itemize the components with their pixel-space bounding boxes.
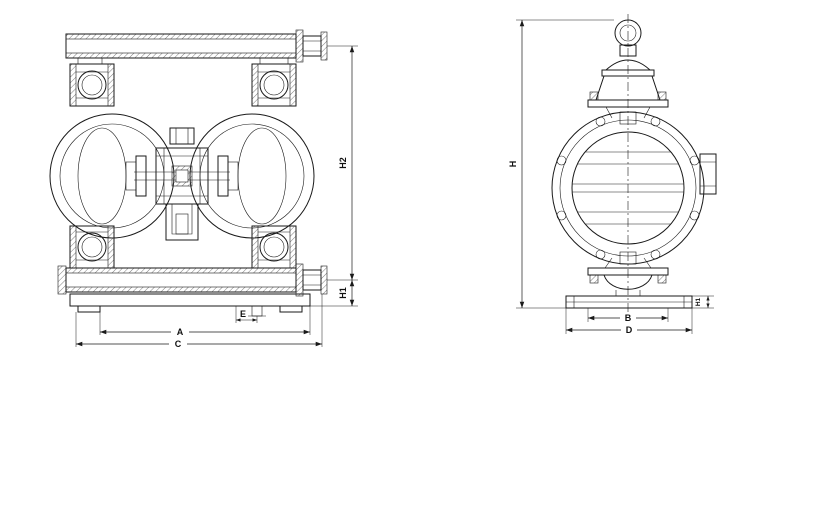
flange-bolts <box>556 116 700 260</box>
dim-a-label: A <box>177 327 184 337</box>
drain-plug <box>251 305 263 317</box>
side-port <box>699 153 717 195</box>
cover-bolt-right <box>657 91 667 101</box>
lower-left-check-valve <box>69 225 115 269</box>
muffler <box>601 19 655 77</box>
suction-port <box>295 263 328 297</box>
dim-h: H <box>508 19 614 309</box>
dim-d: D <box>565 308 693 335</box>
air-valve-cover <box>587 75 669 119</box>
dim-h2-label: H2 <box>338 157 348 169</box>
air-valve-assembly <box>125 127 239 241</box>
dim-c-label: C <box>175 339 182 349</box>
bottom-manifold-dome <box>603 274 653 290</box>
suction-manifold <box>57 265 297 295</box>
bottom-flange <box>587 257 669 296</box>
dim-h1-side: H1 <box>692 295 714 309</box>
flange-bolt-left <box>589 274 599 284</box>
top-manifold <box>65 33 297 64</box>
left-diaphragm-plate <box>135 155 147 197</box>
pilot-valve-bracket <box>165 204 199 241</box>
dim-h1-front-label: H1 <box>338 287 348 299</box>
dim-h1-side-label: H1 <box>695 297 702 306</box>
dim-h2: H2 <box>310 45 358 307</box>
dim-b: B <box>587 308 669 323</box>
dim-c: C <box>75 294 323 349</box>
manifold-end-cap <box>57 265 67 295</box>
dim-d-label: D <box>626 325 633 335</box>
side-view: H B D H1 <box>508 14 717 335</box>
base-front <box>69 293 311 317</box>
discharge-port <box>295 29 328 63</box>
dim-a: A <box>99 306 311 337</box>
right-diaphragm-plate <box>217 155 229 197</box>
upper-left-check-valve <box>69 63 115 107</box>
dim-h1-front: H1 <box>338 280 355 306</box>
lower-right-check-valve <box>251 225 297 269</box>
dim-e: E <box>235 306 258 323</box>
left-chamber <box>49 113 175 239</box>
right-chamber <box>189 113 315 239</box>
left-foot <box>77 305 101 313</box>
right-foot <box>279 305 303 313</box>
body-ribs <box>572 151 684 225</box>
pump-body-side <box>551 111 705 265</box>
dim-h-label: H <box>508 161 518 168</box>
dim-e-label: E <box>240 309 246 319</box>
dim-b-label: B <box>625 313 632 323</box>
base-side <box>565 295 693 309</box>
cover-bolt-left <box>589 91 599 101</box>
front-view: H2 H1 E A C <box>49 29 358 349</box>
upper-right-check-valve <box>251 63 297 107</box>
flange-bolt-right <box>657 274 667 284</box>
